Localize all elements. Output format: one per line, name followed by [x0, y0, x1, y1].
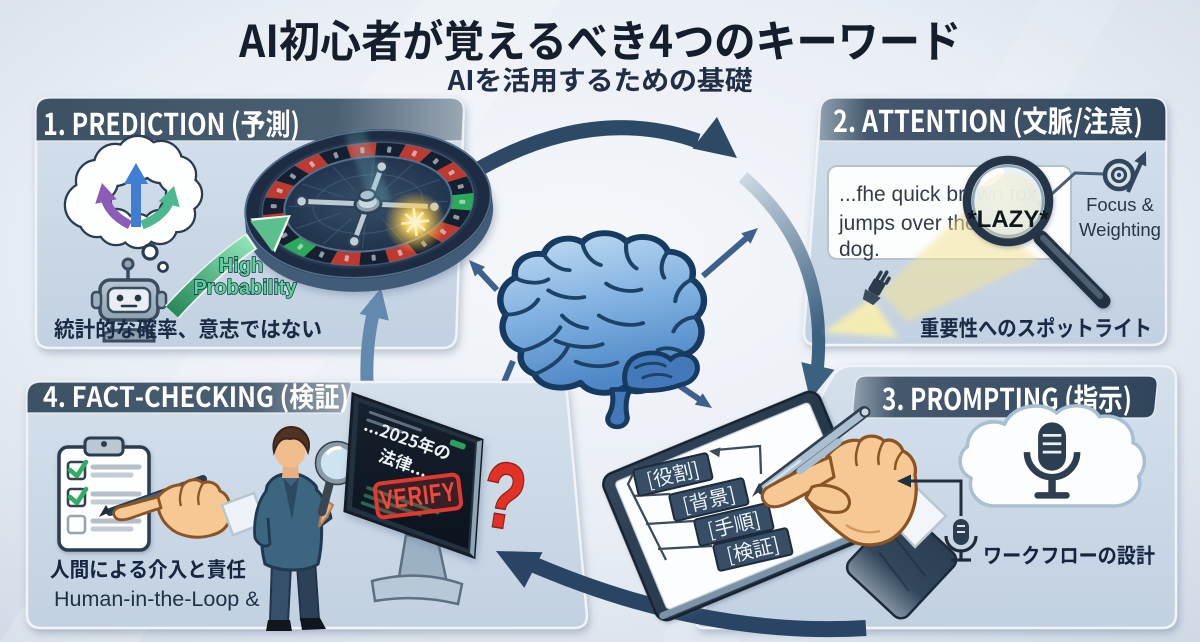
prompt-box-2 [668, 477, 750, 522]
high-probability-arrow [164, 215, 291, 319]
flashlight-icon [862, 270, 891, 306]
prompt-box-1 [632, 452, 714, 497]
robot-icon [90, 257, 168, 343]
magnified-word: *LAZY* [967, 206, 1049, 233]
fact-checking-caption-en: Human-in-the-Loop & [54, 587, 260, 611]
flashlight-beam [824, 298, 898, 338]
stylus [752, 406, 871, 497]
person [253, 425, 335, 631]
brain-icon [497, 230, 708, 430]
cloud-microphone-icon [958, 404, 1147, 508]
focus-label-1: Focus & [1086, 194, 1155, 215]
sentence-line-2: jumps over the [838, 212, 977, 235]
cycle-arrow-right [738, 172, 835, 400]
prompt-box-4 [712, 527, 794, 572]
high-probability-label-1: High [219, 255, 263, 277]
prompt-flow [626, 444, 763, 561]
branch-arrows-icon [95, 163, 180, 230]
writing-hand [760, 434, 918, 547]
cycle-arrow-top [473, 117, 737, 177]
prompt-box-3 [693, 502, 775, 547]
magnifier-tint [975, 173, 1041, 239]
cycle-arrow-bottom [496, 551, 867, 638]
microphone-icon [1023, 422, 1081, 499]
sentence-line-3: dog. [839, 238, 880, 261]
high-probability-label-2: Probability [193, 277, 297, 299]
mic-to-hand-connector [897, 474, 963, 516]
magnifying-glass-icon [962, 155, 1111, 309]
checklist-rows [66, 459, 142, 535]
verify-stamp: VERIFY [372, 472, 464, 520]
roulette-wheel [244, 129, 493, 292]
small-microphone-icon [944, 519, 978, 562]
focus-label-2: Weighting [1079, 219, 1161, 240]
target-icon [1102, 151, 1147, 193]
arrow-brain-to-prediction [469, 260, 500, 293]
arrow-brain-to-attention [701, 228, 758, 279]
magnifier-target-link [1041, 171, 1105, 204]
